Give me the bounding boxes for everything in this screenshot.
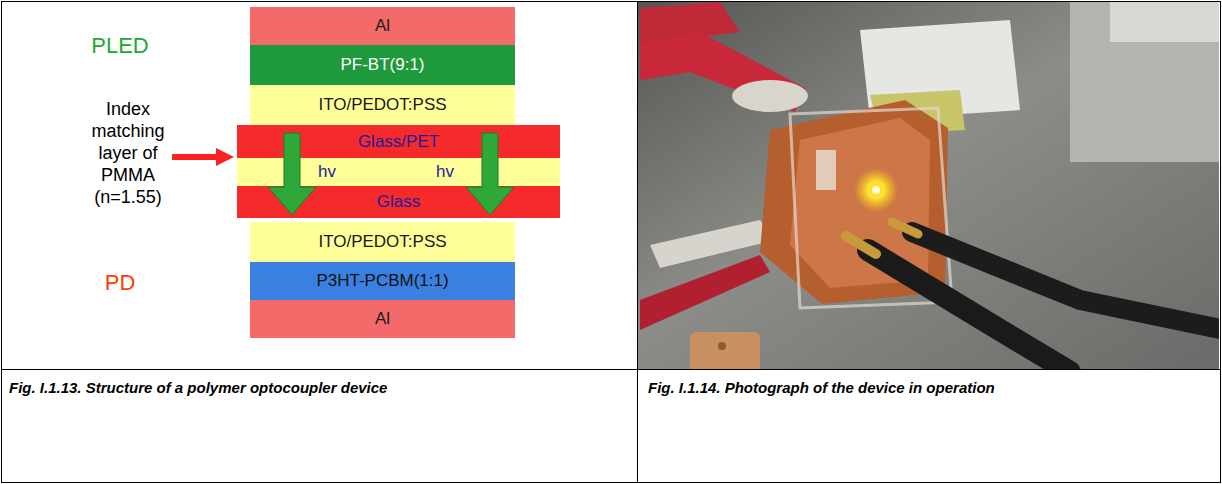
electrode-layer-fill [250, 7, 515, 45]
layer-name: ITO/PEDOT:PSS [318, 232, 446, 252]
substrate-layer: Glass [237, 186, 560, 218]
device-photograph [638, 2, 1219, 369]
electrode-layer-fill [250, 300, 515, 338]
photon-symbol: hv [318, 162, 336, 182]
index-matching-layer: hv hv [237, 158, 560, 186]
anode-layer-fill [250, 85, 515, 125]
layer-name: ITO/PEDOT:PSS [318, 95, 446, 115]
layer-name: Al [375, 16, 390, 36]
layer-fills [237, 7, 560, 338]
anode-layer: ITO/PEDOT:PSS [250, 222, 515, 262]
figure-caption: Fig. I.1.13. Structure of a polymer opto… [9, 378, 629, 397]
anode-layer-fill [250, 222, 515, 262]
callout-label: Index matching layer of PMMA (n=1.55) [80, 98, 176, 208]
layer-name: Glass [377, 192, 420, 212]
layer-name: P3HT-PCBM(1:1) [316, 271, 448, 291]
layer-name: Glass/PET [358, 132, 439, 152]
light-arrow [466, 133, 514, 215]
photon-symbol: hv [436, 162, 454, 182]
electrode-layer: Al [250, 300, 515, 338]
anode-layer: ITO/PEDOT:PSS [250, 85, 515, 125]
absorber-layer: P3HT-PCBM(1:1) [250, 262, 515, 300]
layer-name: PF-BT(9:1) [340, 55, 424, 75]
light-arrow [268, 133, 316, 215]
figure-caption: Fig. I.1.14. Photograph of the device in… [648, 378, 1208, 397]
absorber-layer-fill [250, 262, 515, 300]
electrode-layer: Al [250, 7, 515, 45]
emitter-layer: PF-BT(9:1) [250, 45, 515, 85]
device-label: PLED [80, 33, 160, 59]
substrate-layer: Glass/PET [237, 125, 560, 158]
emitter-layer-fill [250, 45, 515, 85]
layer-name: Al [375, 309, 390, 329]
pointer-arrow [172, 148, 234, 166]
device-label: PD [80, 270, 160, 296]
